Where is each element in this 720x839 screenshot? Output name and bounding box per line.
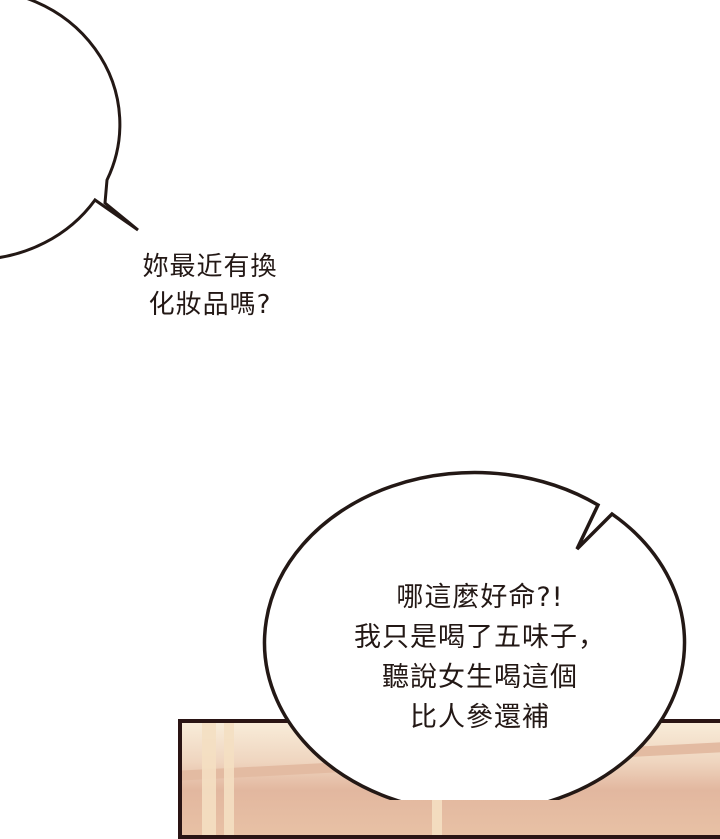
speech-bubbles: [0, 0, 687, 800]
speech-line: 化妝品嗎?: [148, 290, 272, 320]
speech-bubble-2: [262, 470, 687, 800]
speech-line: 哪這麼好命?!: [396, 582, 564, 613]
speech-bubble-1: [0, 0, 139, 259]
panel-post: [224, 723, 234, 835]
speech-line: 我只是喝了五味子，: [354, 622, 606, 653]
speech-line: 妳最近有換: [142, 252, 278, 282]
speech-line: 聽說女生喝這個: [382, 662, 578, 693]
speech-line: 比人參還補: [410, 702, 550, 733]
speech-text-2: 哪這麼好命?! 我只是喝了五味子， 聽說女生喝這個 比人參還補: [330, 578, 630, 738]
speech-text-1: 妳最近有換 化妝品嗎?: [110, 248, 310, 324]
